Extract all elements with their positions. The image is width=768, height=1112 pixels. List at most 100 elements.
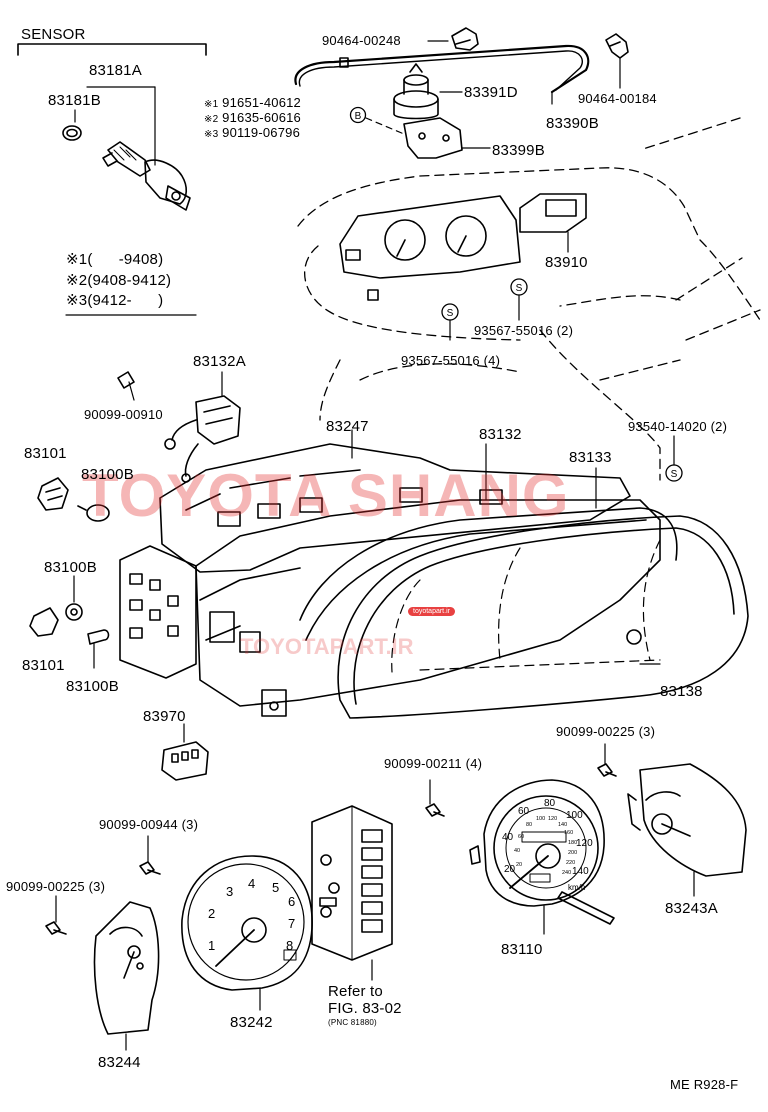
wire-harness-83132a: [164, 371, 241, 483]
note-3-mark: ※3: [66, 292, 88, 309]
speedo-inner-20: 20: [516, 862, 522, 868]
speedo-inner-100: 100: [536, 816, 545, 822]
label-83100b-bottom: 83100B: [66, 678, 119, 695]
speed-sensor-83181a: [86, 86, 191, 211]
connector-83970: [161, 723, 209, 781]
marker-s-2: S: [516, 283, 523, 294]
label-93567-55016-4: 93567-55016 (4): [401, 353, 501, 368]
note-1: ※1( -9408): [66, 252, 163, 267]
bolt-variant-2-mark: ※2: [204, 114, 219, 125]
o-ring-83181b: [62, 109, 82, 141]
clip-90464-00184: [605, 33, 629, 89]
sensor-bracket: [17, 43, 207, 56]
dashboard-outline: [297, 117, 761, 481]
speedo-inner-120: 120: [548, 816, 557, 822]
tach-number-6: 6: [288, 894, 295, 909]
watermark-brand: TOYOTA SHANG: [82, 462, 570, 529]
label-90099-00910: 90099-00910: [84, 407, 163, 422]
socket-83101-bottom: [29, 607, 59, 637]
actuator-83391d: [393, 63, 463, 120]
bolt-variant-3-mark: ※3: [204, 129, 219, 140]
speedo-inner-140: 140: [558, 822, 567, 828]
screw-90099-00211: [425, 779, 445, 817]
label-90099-00225-left: 90099-00225 (3): [6, 879, 106, 894]
speedo-inner-220: 220: [566, 860, 575, 866]
note-3-range: (9412- ): [87, 292, 164, 309]
bolt-variant-2-part: 91635-60616: [222, 110, 301, 125]
bolt-variant-1: ※1 91651-40612: [204, 96, 301, 110]
label-93567-55016-2: 93567-55016 (2): [474, 323, 574, 338]
note-3: ※3(9412- ): [66, 293, 163, 308]
meter-glass-83133: [299, 467, 678, 641]
marker-s-3: S: [671, 469, 678, 480]
tach-number-7: 7: [288, 916, 295, 931]
label-90464-00248: 90464-00248: [322, 33, 401, 48]
bolt-variant-1-mark: ※1: [204, 99, 219, 110]
hose-83390b: [294, 44, 590, 105]
screw-90099-00910: [117, 371, 135, 401]
temp-gauge-83244: [93, 901, 160, 1051]
speedometer-83110: [469, 779, 615, 935]
tach-number-4: 4: [248, 876, 255, 891]
label-90099-00211: 90099-00211 (4): [384, 756, 483, 771]
clip-90464-00248: [427, 27, 479, 51]
dashboard-cluster-mini: [339, 195, 521, 301]
label-83132: 83132: [479, 426, 522, 443]
bracket-83399b: [403, 117, 491, 159]
bolt-variant-1-part: 91651-40612: [222, 95, 301, 110]
tach-number-5: 5: [272, 880, 279, 895]
speedo-inner-60: 60: [518, 834, 524, 840]
label-83100b-mid: 83100B: [44, 559, 97, 576]
label-83247: 83247: [326, 418, 369, 435]
tach-number-1: 1: [208, 938, 215, 953]
watermark-url: TOYOTAPART.IR: [240, 634, 414, 659]
label-83110: 83110: [501, 941, 543, 958]
speedo-inner-200: 200: [568, 850, 577, 856]
tachometer-83242: [181, 855, 313, 1011]
label-90099-00944: 90099-00944 (3): [99, 817, 199, 832]
circuit-board: [119, 545, 197, 679]
screw-90099-00225-left: [45, 895, 67, 935]
label-90464-00184: 90464-00184: [578, 91, 657, 106]
finish-panel-83138: [337, 515, 749, 719]
socket-83101-top: [37, 477, 69, 511]
bulb-83100b-top: [77, 504, 110, 522]
speedo-number-100: 100: [566, 810, 583, 821]
fuel-gauge-83243a: [627, 763, 747, 897]
speedo-unit: km/h: [568, 883, 585, 892]
label-83244: 83244: [98, 1054, 141, 1071]
figure-id: ME R928-F: [670, 1077, 739, 1092]
label-83101-bottom: 83101: [22, 657, 65, 674]
printed-board-refer: [311, 805, 393, 981]
bulb-83100b-bottom: [87, 629, 110, 669]
label-83101-top: 83101: [24, 445, 67, 462]
note-1-mark: ※1: [66, 251, 88, 268]
refer-line-1: Refer to: [328, 983, 383, 1000]
label-83910: 83910: [545, 254, 588, 271]
screw-90099-00944: [139, 835, 161, 875]
tach-number-2: 2: [208, 906, 215, 921]
label-83243a: 83243A: [665, 900, 718, 917]
label-83970: 83970: [143, 708, 186, 725]
label-83132a: 83132A: [193, 353, 246, 370]
label-90099-00225-right: 90099-00225 (3): [556, 724, 656, 739]
label-83138: 83138: [660, 683, 703, 700]
label-83399b: 83399B: [492, 142, 545, 159]
speedo-number-60: 60: [518, 806, 530, 817]
refer-line-2: FIG. 83-02: [328, 1000, 402, 1017]
speedo-number-40: 40: [502, 832, 514, 843]
marker-s-1: S: [447, 308, 454, 319]
mini-meter-83910: [519, 193, 587, 253]
note-2-mark: ※2: [66, 272, 88, 289]
refer-line-3: (PNC 81880): [328, 1018, 377, 1027]
speedo-number-140: 140: [572, 866, 589, 877]
watermark-pill: toyotapart.ir: [408, 607, 455, 616]
bolt-variant-2: ※2 91635-60616: [204, 111, 301, 125]
speedo-number-20: 20: [504, 864, 516, 875]
label-83100b-top: 83100B: [81, 466, 134, 483]
sensor-header: SENSOR: [21, 26, 86, 43]
label-83181b: 83181B: [48, 92, 101, 109]
bolt-variant-3: ※3 90119-06796: [204, 126, 300, 140]
note-2: ※2(9408-9412): [66, 273, 171, 288]
